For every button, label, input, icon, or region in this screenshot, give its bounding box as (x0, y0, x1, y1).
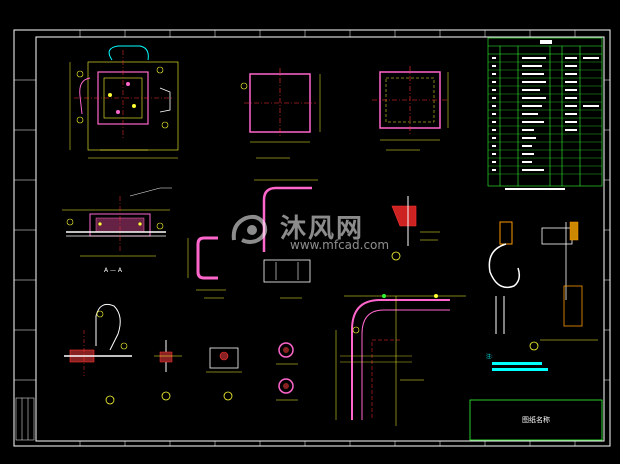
detail-6-view (206, 347, 242, 401)
ring-section-views (276, 342, 298, 401)
sheet-border (13, 29, 611, 447)
section-a-a-view (62, 187, 172, 257)
detail-5-view (154, 340, 182, 401)
left-margin-block (15, 397, 35, 441)
u-bar-detail (187, 236, 226, 299)
pipe-bend-detail (335, 294, 466, 426)
weld-detail (391, 196, 440, 261)
parts-list-rows (488, 61, 602, 175)
drawing-frame (35, 36, 605, 442)
notes-block (492, 362, 548, 371)
notes-header: 注: (486, 353, 493, 360)
parts-list-cell-marks (492, 40, 599, 190)
detail-4-view (64, 303, 132, 405)
top-zone-ticks (14, 30, 610, 446)
section-a-a-label: A — A (104, 267, 123, 274)
plate-view-2 (372, 66, 449, 151)
title-block-title: 图纸名称 (522, 416, 550, 424)
parts-list-table (487, 37, 603, 187)
title-block-frame (469, 399, 603, 441)
plan-view-main (69, 45, 179, 159)
anchor-bolt-detail (254, 179, 318, 299)
hook-detail (488, 221, 598, 351)
plate-view-1 (240, 68, 321, 159)
